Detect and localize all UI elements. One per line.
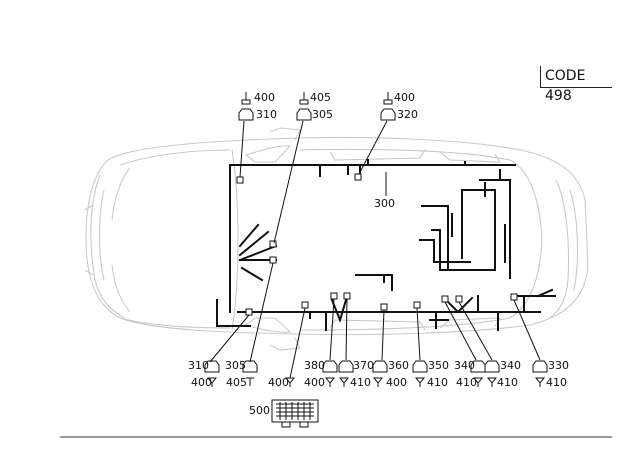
connection-point <box>245 308 253 316</box>
svg-text:400: 400 <box>386 376 407 389</box>
connection-point <box>510 293 518 301</box>
connection-points <box>236 173 518 316</box>
svg-text:500: 500 <box>249 404 270 417</box>
main-harness-label: 300 <box>374 197 395 210</box>
ring-terminal-icon <box>206 377 218 387</box>
svg-text:405: 405 <box>310 91 331 104</box>
ring-terminal-icon <box>284 377 296 387</box>
ground-terminal-icon <box>241 92 251 105</box>
ground-terminal-icon <box>246 377 254 386</box>
svg-text:350: 350 <box>428 359 449 372</box>
svg-text:410: 410 <box>546 376 567 389</box>
svg-text:340: 340 <box>500 359 521 372</box>
svg-text:340: 340 <box>454 359 475 372</box>
connector-icon <box>242 360 258 373</box>
svg-text:400: 400 <box>254 91 275 104</box>
connector-icon <box>296 108 312 121</box>
callout-bottom-4: 380 400 <box>304 298 338 389</box>
connection-point <box>330 292 338 300</box>
connection-point <box>269 240 277 248</box>
svg-text:410: 410 <box>456 376 477 389</box>
callout-bottom-8: 340 410 <box>444 301 486 389</box>
connector-icon <box>484 360 500 373</box>
callout-bottom-10: 330 410 <box>513 299 569 389</box>
connection-point <box>343 292 351 300</box>
svg-text:405: 405 <box>226 376 247 389</box>
callout-bottom-6: 360 400 <box>372 309 409 389</box>
svg-text:305: 305 <box>225 359 246 372</box>
svg-text:370: 370 <box>353 359 374 372</box>
connection-point <box>354 173 362 181</box>
connector-block: 500 <box>249 399 319 428</box>
svg-text:380: 380 <box>304 359 325 372</box>
callout-bottom-1: 310 400 <box>188 314 250 389</box>
connection-point <box>455 295 463 303</box>
svg-text:310: 310 <box>188 359 209 372</box>
ring-terminal-icon <box>472 377 484 387</box>
ring-terminal-icon <box>324 377 336 387</box>
svg-text:400: 400 <box>191 376 212 389</box>
callout-bottom-7: 350 410 <box>412 307 449 389</box>
connector-icon <box>372 360 388 373</box>
connector-icon <box>412 360 428 373</box>
svg-text:330: 330 <box>548 359 569 372</box>
connection-point <box>380 303 388 311</box>
connection-point <box>236 176 244 184</box>
ring-terminal-icon <box>414 377 426 387</box>
ground-terminal-icon <box>383 92 393 105</box>
ground-terminal-icon <box>299 92 309 105</box>
svg-text:310: 310 <box>256 108 277 121</box>
connector-icon <box>532 360 548 373</box>
connection-point <box>441 295 449 303</box>
svg-text:410: 410 <box>497 376 518 389</box>
harness-wiring <box>216 159 556 331</box>
callout-top-2: 405 305 <box>273 91 333 244</box>
callout-bottom-3: 400 <box>268 307 306 389</box>
svg-text:400: 400 <box>304 376 325 389</box>
connector-icon <box>322 360 338 373</box>
svg-text:305: 305 <box>312 108 333 121</box>
ring-terminal-icon <box>486 377 498 387</box>
callout-bottom-9: 340 410 <box>458 301 521 389</box>
callout-bottom-2: 305 405 <box>225 262 274 389</box>
ring-terminal-icon <box>338 377 350 387</box>
svg-text:320: 320 <box>397 108 418 121</box>
connector-icon <box>380 108 396 121</box>
callout-bottom-5: 370 410 <box>338 298 374 389</box>
vehicle-outline <box>84 127 589 351</box>
svg-text:410: 410 <box>350 376 371 389</box>
svg-text:360: 360 <box>388 359 409 372</box>
connector-icon <box>204 360 220 373</box>
svg-text:410: 410 <box>427 376 448 389</box>
svg-text:400: 400 <box>268 376 289 389</box>
callout-top-1: 400 305 310 <box>238 91 277 178</box>
connector-icon <box>338 360 354 373</box>
connector-icon <box>238 108 254 121</box>
ring-terminal-icon <box>372 377 384 387</box>
connection-point <box>269 256 277 264</box>
ring-terminal-icon <box>534 377 546 387</box>
connection-point <box>413 301 421 309</box>
code-label: CODE 498 <box>540 66 612 104</box>
callout-top-3: 400 320 <box>358 91 418 175</box>
svg-text:400: 400 <box>394 91 415 104</box>
connection-point <box>301 301 309 309</box>
connector-block-icon <box>271 399 319 423</box>
